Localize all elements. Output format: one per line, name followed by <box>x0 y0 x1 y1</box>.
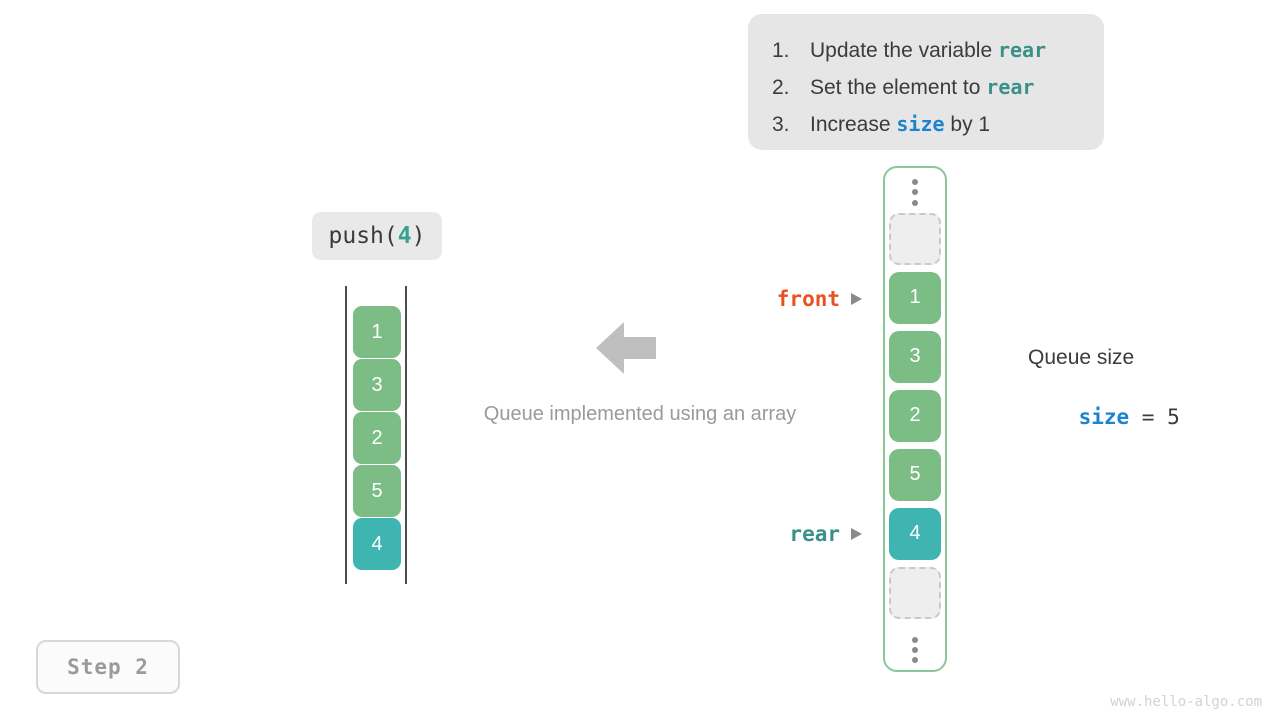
array-cell: 3 <box>889 330 941 383</box>
queue-left-rail <box>345 286 347 584</box>
operation-paren-close: ) <box>411 223 426 249</box>
diagram-caption: Queue implemented using an array <box>483 403 797 425</box>
instruction-number: 3. <box>772 113 790 136</box>
array-cell: 2 <box>889 389 941 442</box>
size-variable-name: size <box>1078 405 1130 429</box>
instruction-code-rear: rear <box>997 38 1047 62</box>
instruction-panel: 1. Update the variable rear 2. Set the e… <box>748 14 1104 150</box>
array-cell-empty <box>889 566 941 619</box>
instruction-text: Set the element to <box>810 76 987 99</box>
instruction-text: Increase <box>810 113 897 136</box>
array-cell: 5 <box>889 448 941 501</box>
array-container: 1 3 2 5 4 <box>883 166 947 672</box>
queue-cell: 5 <box>353 465 401 517</box>
operation-function-name: push( <box>328 223 398 249</box>
queue-cell: 1 <box>353 306 401 358</box>
step-badge: Step 2 <box>36 640 180 694</box>
left-arrow-icon <box>596 320 656 376</box>
instruction-text-tail: by 1 <box>944 113 991 136</box>
queue-right-rail <box>405 286 407 584</box>
front-pointer: front <box>745 287 862 311</box>
arrowhead-icon <box>851 293 862 305</box>
rear-pointer-label: rear <box>789 522 840 546</box>
instruction-code-rear: rear <box>986 75 1035 99</box>
array-cell: 1 <box>889 271 941 324</box>
ellipsis-dots-bottom <box>912 636 918 663</box>
queue-size-title: Queue size <box>1028 346 1135 369</box>
instruction-item-1: 1. Update the variable rear <box>748 32 1104 69</box>
array-cell-new: 4 <box>889 507 941 560</box>
arrowhead-icon <box>851 528 862 540</box>
instruction-text: Update the variable <box>810 39 998 62</box>
queue-cell-new: 4 <box>353 518 401 570</box>
watermark: www.hello-algo.com <box>1110 694 1262 710</box>
operation-argument: 4 <box>397 223 412 249</box>
instruction-number: 2. <box>772 76 790 99</box>
ellipsis-dots-top <box>912 179 918 206</box>
instruction-item-3: 3. Increase size by 1 <box>748 106 1104 143</box>
queue-cell: 2 <box>353 412 401 464</box>
queue-size-expression: size = 5 <box>1028 381 1228 453</box>
instruction-item-2: 2. Set the element to rear <box>748 69 1104 106</box>
queue-size-readout: Queue size size = 5 <box>1028 343 1228 453</box>
size-operator: = <box>1129 405 1168 429</box>
queue-cell: 3 <box>353 359 401 411</box>
size-value: 5 <box>1167 405 1180 429</box>
front-pointer-label: front <box>776 287 840 311</box>
instruction-number: 1. <box>772 39 790 62</box>
rear-pointer: rear <box>745 522 862 546</box>
conceptual-queue: 1 3 2 5 4 <box>345 286 409 584</box>
operation-call-box: push(4) <box>312 212 442 260</box>
instruction-code-size: size <box>896 112 945 136</box>
array-cell-empty <box>889 212 941 265</box>
conceptual-queue-cells: 1 3 2 5 4 <box>353 306 401 570</box>
